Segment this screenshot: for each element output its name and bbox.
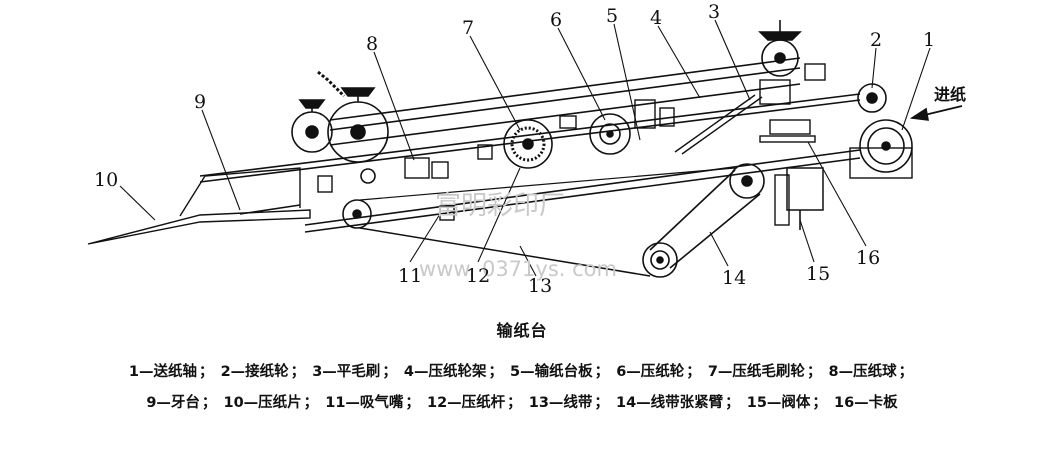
- belt: [359, 227, 651, 277]
- legend-item-10: 10—压纸片: [223, 395, 302, 411]
- tooth-table-inner: [239, 204, 301, 215]
- callout-4: 4: [650, 7, 662, 29]
- legend-item-1: 1—送纸轴: [128, 364, 197, 380]
- callout-12: 12: [466, 265, 490, 287]
- feed-shaft: [859, 119, 913, 173]
- frame-rail-3: [329, 83, 801, 146]
- brush-wheel: [503, 119, 553, 169]
- legend-item-15: 15—阀体: [746, 395, 811, 411]
- legend-item-11: 11—吸气嘴: [325, 395, 404, 411]
- watermark-url: www. 0371ys. com: [419, 257, 617, 281]
- callout-2: 2: [870, 29, 882, 51]
- legend-item-6: 6—压纸轮: [616, 364, 685, 380]
- legend-item-3: 3—平毛刷: [312, 364, 381, 380]
- legend-item-13: 13—线带: [528, 395, 593, 411]
- suction-nozzle: [404, 157, 430, 179]
- callout-1: 1: [923, 29, 935, 51]
- tooth-table: [179, 167, 301, 217]
- board-bottom-edge: [304, 149, 861, 226]
- board-top-edge: [199, 93, 861, 177]
- pressure-piece: [87, 209, 311, 245]
- callout-3: 3: [708, 1, 720, 23]
- frame-rail-2: [329, 67, 801, 131]
- legend-line-1: 1—送纸轴； 2—接纸轮； 3—平毛刷； 4—压纸轮架； 5—输纸台板； 6—压…: [128, 364, 914, 380]
- legend-item-16: 16—卡板: [833, 395, 898, 411]
- tension-arm: [649, 169, 736, 251]
- callout-14: 14: [722, 267, 746, 289]
- legend-item-14: 14—线带张紧臂: [615, 395, 724, 411]
- callout-10: 10: [94, 169, 118, 191]
- legend-item-2: 2—接纸轮: [220, 364, 289, 380]
- board-bottom-edge-2: [304, 157, 861, 233]
- watermark-cn: 富明彩印厂: [435, 191, 565, 221]
- tension-pivot: [729, 163, 765, 199]
- feed-table-diagram: 富明彩印厂 www. 0371ys. com 进纸 1 2 3 4 5 6 7 …: [87, 1, 966, 297]
- legend-item-7: 7—压纸毛刷轮: [707, 364, 805, 380]
- callout-15: 15: [806, 263, 830, 285]
- chain: [317, 70, 346, 98]
- feed-label: 进纸: [934, 85, 966, 104]
- legend-item-5: 5—输纸台板: [510, 364, 593, 380]
- figure-title: 输纸台: [496, 321, 548, 340]
- callout-6: 6: [550, 9, 562, 31]
- callout-9: 9: [194, 91, 206, 113]
- callout-7: 7: [462, 17, 474, 39]
- belt-roller-left: [342, 199, 372, 229]
- tension-roller: [642, 242, 678, 278]
- clamp-plate: [759, 135, 816, 143]
- callout-5: 5: [606, 5, 618, 27]
- callout-16: 16: [856, 247, 880, 269]
- legend-item-4: 4—压纸轮架: [403, 364, 487, 380]
- callout-11: 11: [398, 265, 422, 287]
- valve-body: [786, 167, 824, 211]
- legend-item-9: 9—牙台: [146, 395, 200, 411]
- callout-13: 13: [528, 275, 552, 297]
- pressure-wheel: [589, 113, 631, 155]
- frame-rail: [329, 57, 801, 121]
- legend-line-2: 9—牙台； 10—压纸片； 11—吸气嘴； 12—压纸杆； 13—线带； 14—…: [146, 395, 898, 411]
- legend-item-8: 8—压纸球: [828, 364, 897, 380]
- flat-brush: [674, 94, 756, 153]
- legend-item-12: 12—压纸杆: [426, 395, 506, 411]
- callout-8: 8: [366, 33, 378, 55]
